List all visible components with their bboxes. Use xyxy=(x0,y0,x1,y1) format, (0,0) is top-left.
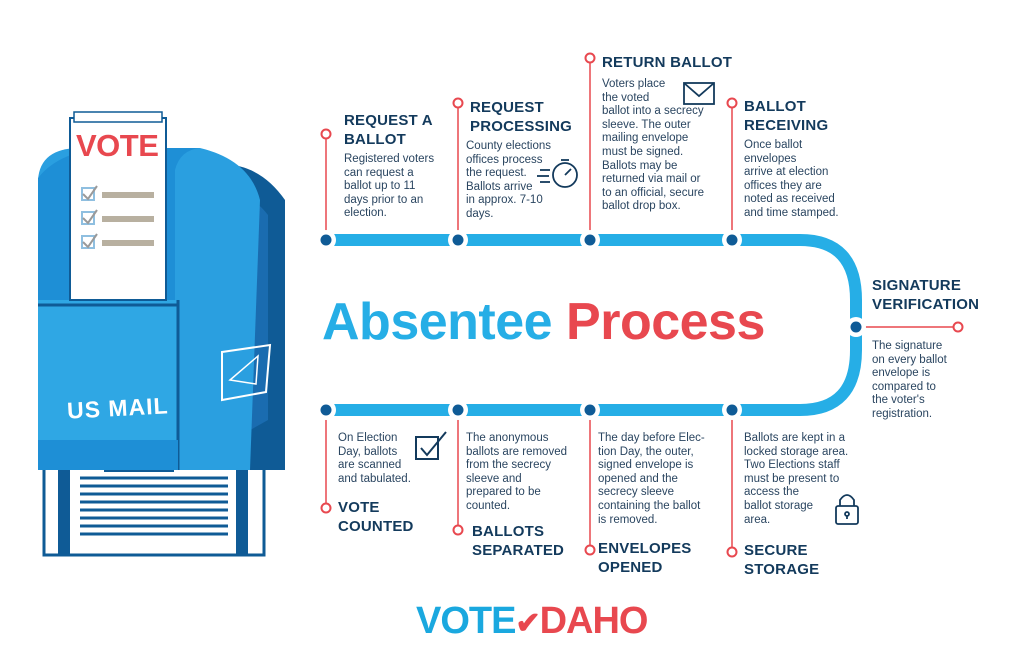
connector-endpoints xyxy=(320,52,964,558)
step-heading: RETURN BALLOT xyxy=(602,54,733,71)
checkbox-icon xyxy=(415,431,447,460)
step-description: The day before Elec-tion Day, the outer,… xyxy=(598,432,705,526)
stopwatch-icon xyxy=(537,159,578,188)
title-word-absentee: Absentee xyxy=(322,293,553,351)
vote-idaho-logo: VOTE✔DAHO xyxy=(416,600,648,642)
step-envelopes-opened: The day before Elec-tion Day, the outer,… xyxy=(598,432,705,577)
envelope-icon xyxy=(683,82,715,105)
mailbox-illustration xyxy=(38,111,285,557)
padlock-icon xyxy=(835,494,859,525)
mailbox-vote-sign: VOTE xyxy=(76,128,159,163)
title-word-process: Process xyxy=(566,293,765,351)
track-nodes xyxy=(316,230,866,420)
mailbox-label: US MAIL xyxy=(66,392,170,424)
connector-lines xyxy=(325,60,958,550)
main-title: Absentee Process xyxy=(322,290,765,354)
